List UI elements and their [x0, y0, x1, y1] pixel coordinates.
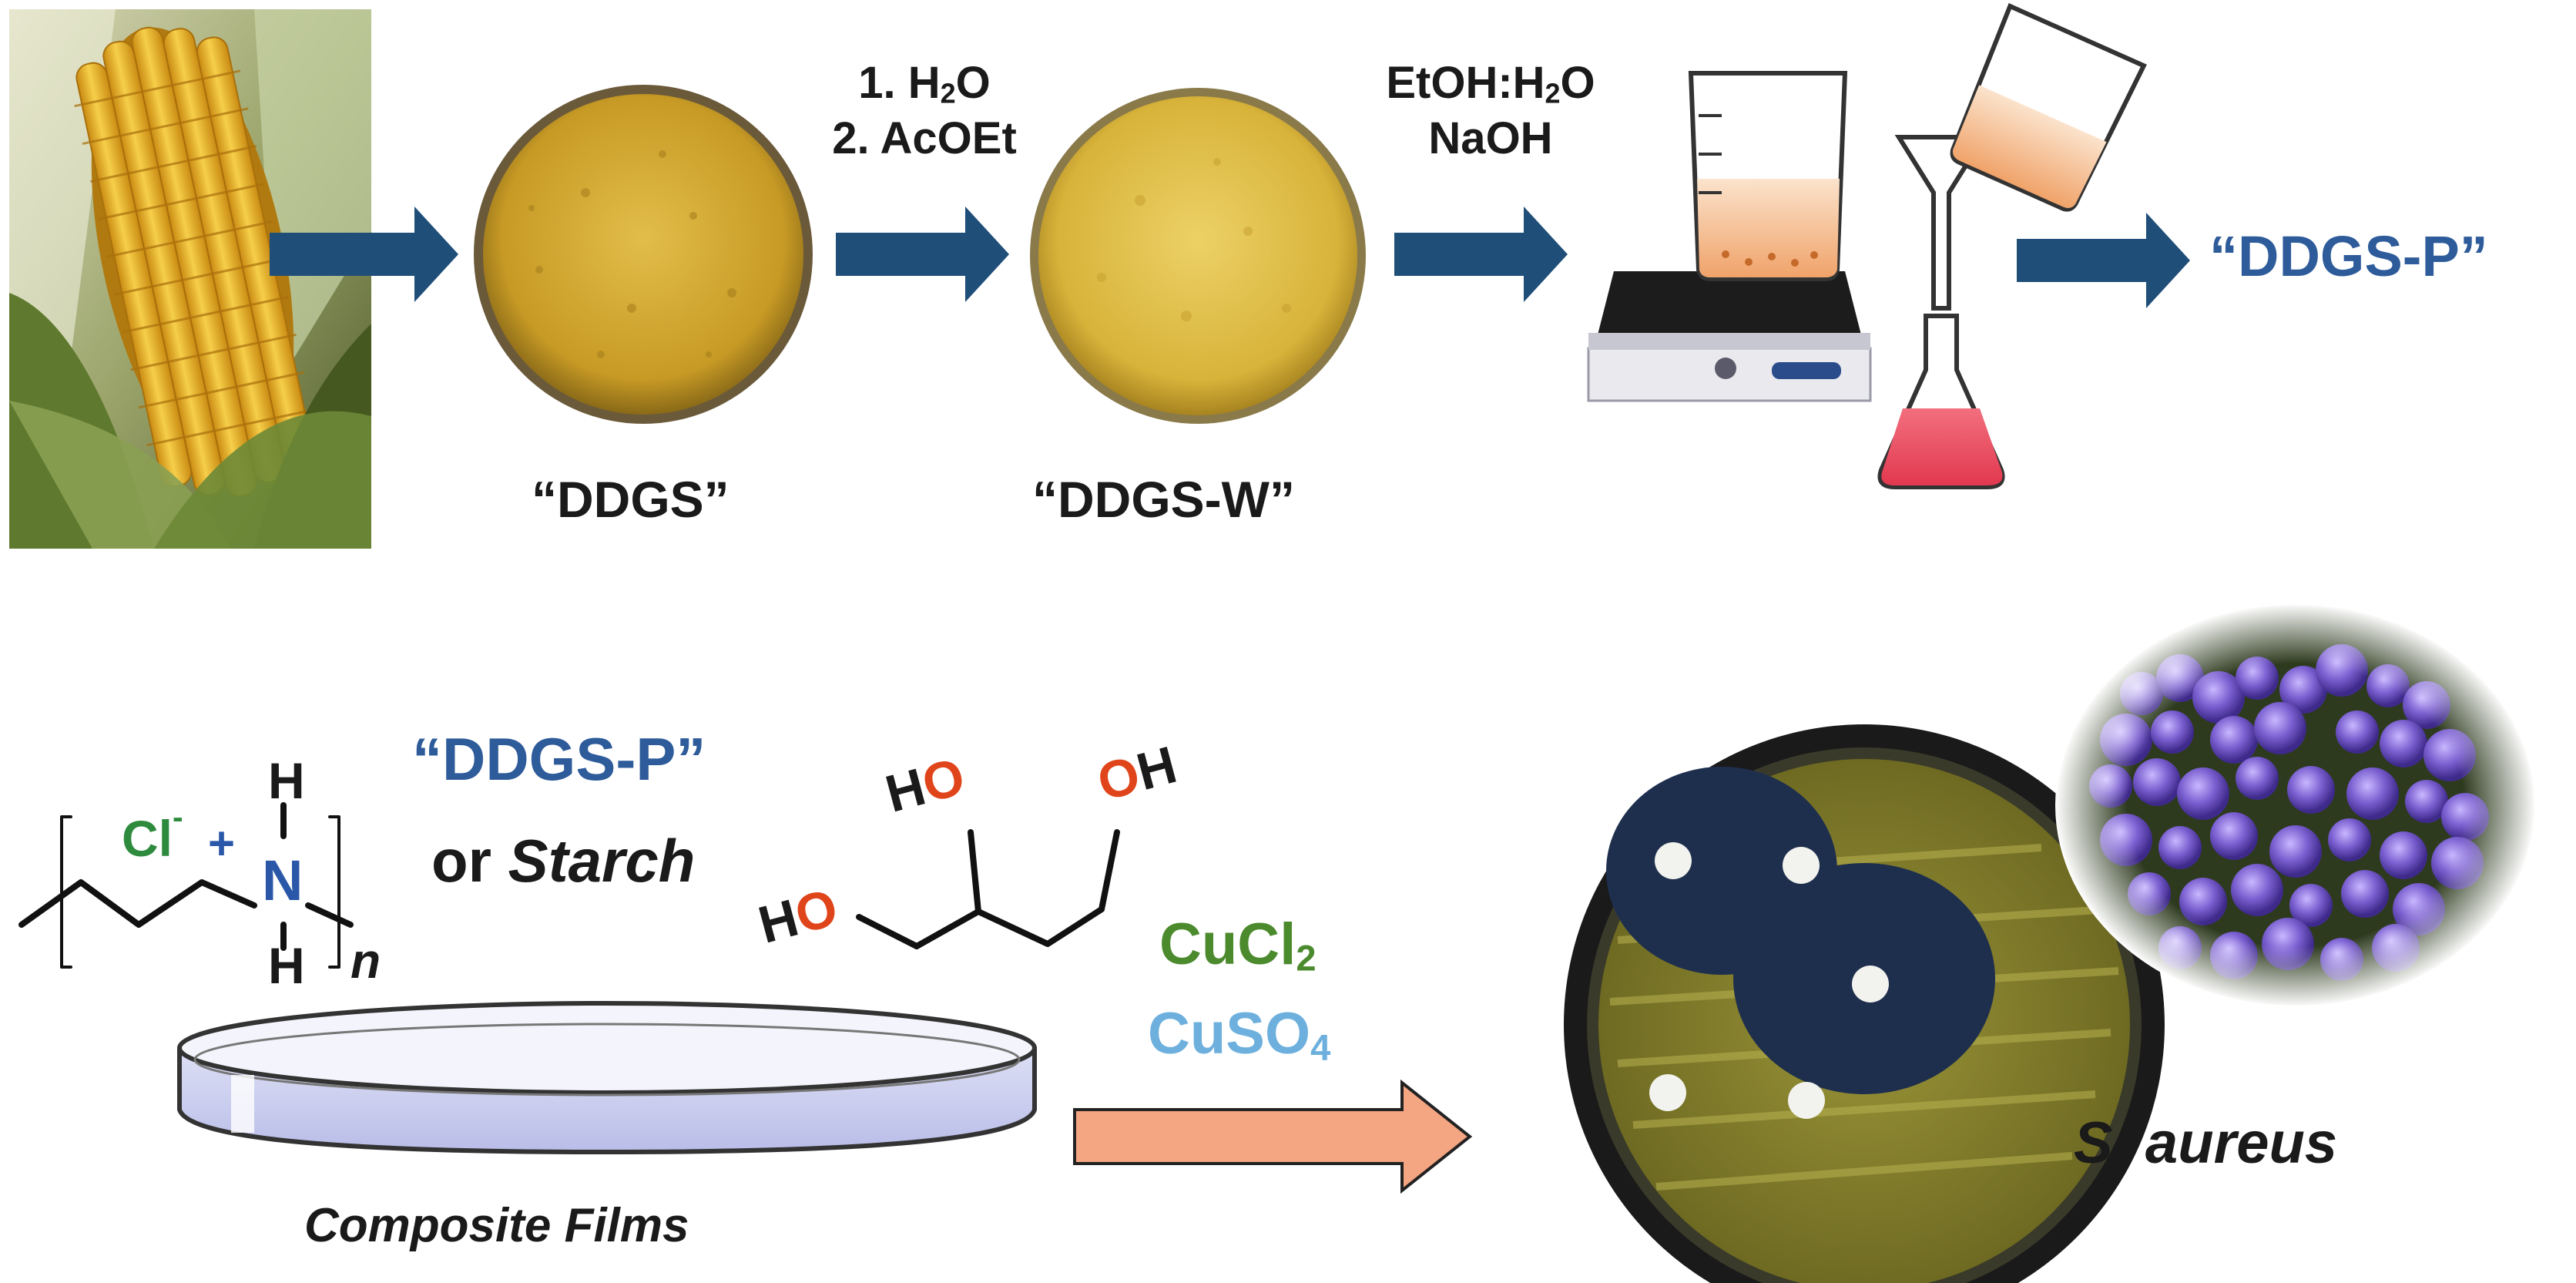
funnel-flask-icon	[1877, 2, 2147, 489]
arrow-corn-to-ddgs	[270, 207, 458, 302]
ddgs-powder-dish	[474, 85, 813, 424]
polymer-plus: +	[208, 818, 236, 869]
corn-photo	[9, 9, 371, 549]
polymer-repeat-n: n	[351, 933, 381, 989]
salt-cuso4: CuSO4	[1148, 1001, 1331, 1068]
polymer-nitrogen: N	[262, 848, 304, 912]
blend-ddgs-p: “DDGS-P”	[412, 725, 706, 793]
polymer-h-top: H	[268, 752, 305, 809]
label-ddgs-w: “DDGS-W”	[1032, 471, 1295, 528]
product-ddgs-p: “DDGS-P”	[2209, 224, 2488, 288]
glycerol-structure	[856, 829, 1120, 949]
step2-line2: NaOH	[1428, 113, 1553, 163]
step2-conditions: EtOH:H2O NaOH	[1371, 55, 1610, 166]
starch-label: Starch	[508, 827, 696, 895]
process-arrows	[270, 207, 2190, 308]
step1-line1: 1. H	[858, 58, 941, 108]
polymer-structure	[18, 802, 354, 969]
arrow-ddgsw-to-extraction	[1394, 207, 1568, 302]
step1-line2: 2. AcOEt	[832, 113, 1017, 163]
step2-line1: EtOH:H	[1386, 58, 1545, 108]
blend-alternative: or Starch	[431, 827, 696, 895]
label-ddgs: “DDGS”	[532, 471, 730, 528]
arrow-to-ddgs-p	[2017, 213, 2190, 308]
bacteria-micrograph-icon	[2055, 603, 2536, 1007]
step1-conditions: 1. H2O 2. AcOEt	[817, 55, 1032, 166]
arrow-films-to-assay	[1073, 1079, 1473, 1194]
polymer-h-bottom: H	[268, 937, 305, 994]
petri-dish-film-icon	[177, 1001, 1037, 1155]
polymer-chloride: Cl-	[122, 799, 183, 867]
arrow-ddgs-to-ddgsw	[836, 207, 1009, 302]
salt-cucl2: CuCl2	[1159, 912, 1317, 979]
caption-s-aureus: S. aureus	[2074, 1110, 2338, 1176]
ddgs-w-powder-dish	[1030, 88, 1366, 424]
caption-composite-films: Composite Films	[304, 1199, 689, 1252]
agar-plate-icon	[1564, 724, 2165, 1283]
hotplate-beaker-icon	[1587, 71, 1872, 402]
